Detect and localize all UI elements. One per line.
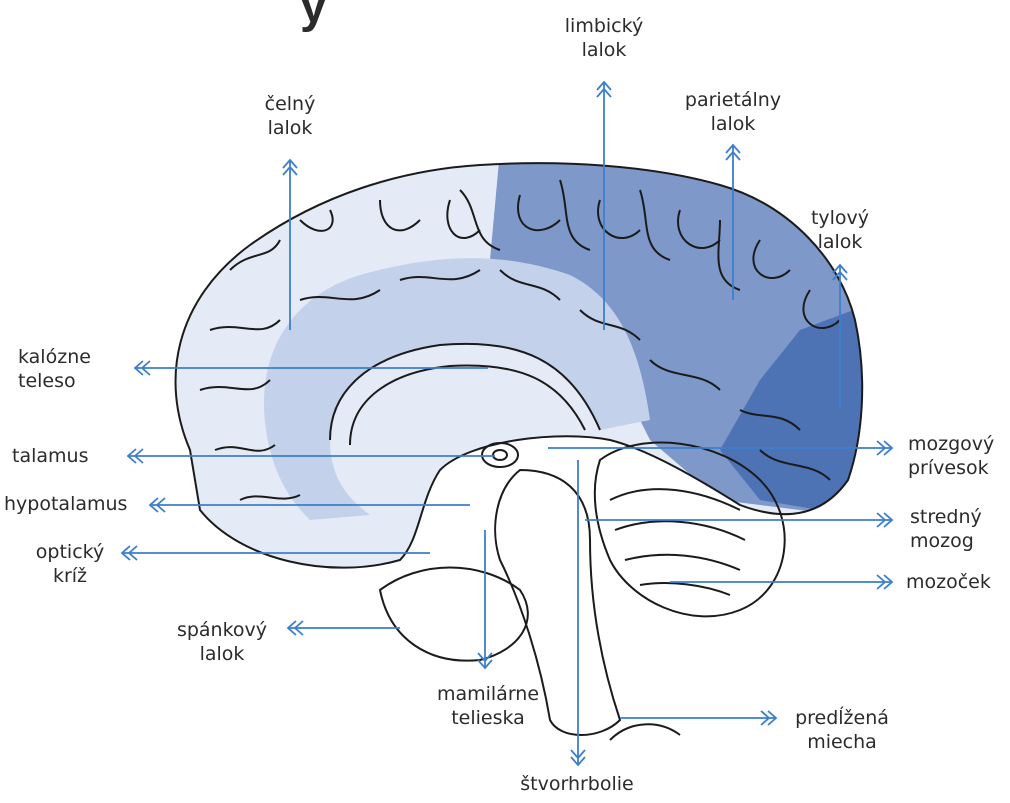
label-quadrigeminal-plate: štvorhrbolie: [506, 772, 648, 796]
label-temporal-lobe-line2: lalok: [162, 642, 282, 666]
label-corpus-callosum-line1: kalózne: [18, 345, 136, 369]
label-parietal-lobe-line1: parietálny: [668, 88, 798, 112]
label-hypothalamus: hypotalamus: [4, 492, 150, 516]
label-limbic-lobe-line2: lalok: [554, 38, 654, 62]
label-mammillary-bodies-line2: telieska: [428, 706, 548, 730]
arrow-temporal-lobe: [288, 621, 400, 635]
label-parietal-lobe: parietálny lalok: [668, 88, 798, 136]
label-quadrigeminal-plate-line1: štvorhrbolie: [506, 772, 648, 796]
label-optic-chiasm: optický kríž: [20, 540, 120, 588]
label-midbrain: stredný mozog: [910, 505, 1008, 553]
label-hypothalamus-line1: hypotalamus: [4, 492, 150, 516]
arrow-medulla-oblongata: [620, 711, 776, 725]
label-pituitary-gland-line2: prívesok: [908, 456, 1008, 480]
label-pituitary-gland-line1: mozgový: [908, 432, 1008, 456]
label-frontal-lobe: čelný lalok: [248, 92, 332, 140]
label-occipital-lobe: tylový lalok: [795, 206, 885, 254]
label-midbrain-line2: mozog: [910, 529, 1008, 553]
label-limbic-lobe-line1: limbický: [554, 14, 654, 38]
label-thalamus-line1: talamus: [12, 444, 122, 468]
arrow-mammillary-bodies: [478, 530, 492, 668]
label-occipital-lobe-line1: tylový: [795, 206, 885, 230]
label-occipital-lobe-line2: lalok: [795, 230, 885, 254]
label-mammillary-bodies-line1: mamilárne: [428, 682, 548, 706]
title-fragment: y: [300, 0, 327, 33]
label-pituitary-gland: mozgový prívesok: [908, 432, 1008, 480]
label-frontal-lobe-line1: čelný: [248, 92, 332, 116]
label-frontal-lobe-line2: lalok: [248, 116, 332, 140]
label-temporal-lobe: spánkový lalok: [162, 618, 282, 666]
label-medulla-oblongata-line1: predĺžená: [784, 706, 900, 730]
label-midbrain-line1: stredný: [910, 505, 1008, 529]
label-medulla-oblongata: predĺžená miecha: [784, 706, 900, 754]
label-thalamus: talamus: [12, 444, 122, 468]
label-temporal-lobe-line1: spánkový: [162, 618, 282, 642]
label-cerebellum: mozoček: [906, 570, 1008, 594]
label-optic-chiasm-line1: optický: [20, 540, 120, 564]
label-corpus-callosum-line2: teleso: [18, 369, 136, 393]
label-medulla-oblongata-line2: miecha: [784, 730, 900, 754]
label-parietal-lobe-line2: lalok: [668, 112, 798, 136]
label-corpus-callosum: kalózne teleso: [18, 345, 136, 393]
label-limbic-lobe: limbický lalok: [554, 14, 654, 62]
label-mammillary-bodies: mamilárne telieska: [428, 682, 548, 730]
label-optic-chiasm-line2: kríž: [20, 564, 120, 588]
label-cerebellum-line1: mozoček: [906, 570, 1008, 594]
